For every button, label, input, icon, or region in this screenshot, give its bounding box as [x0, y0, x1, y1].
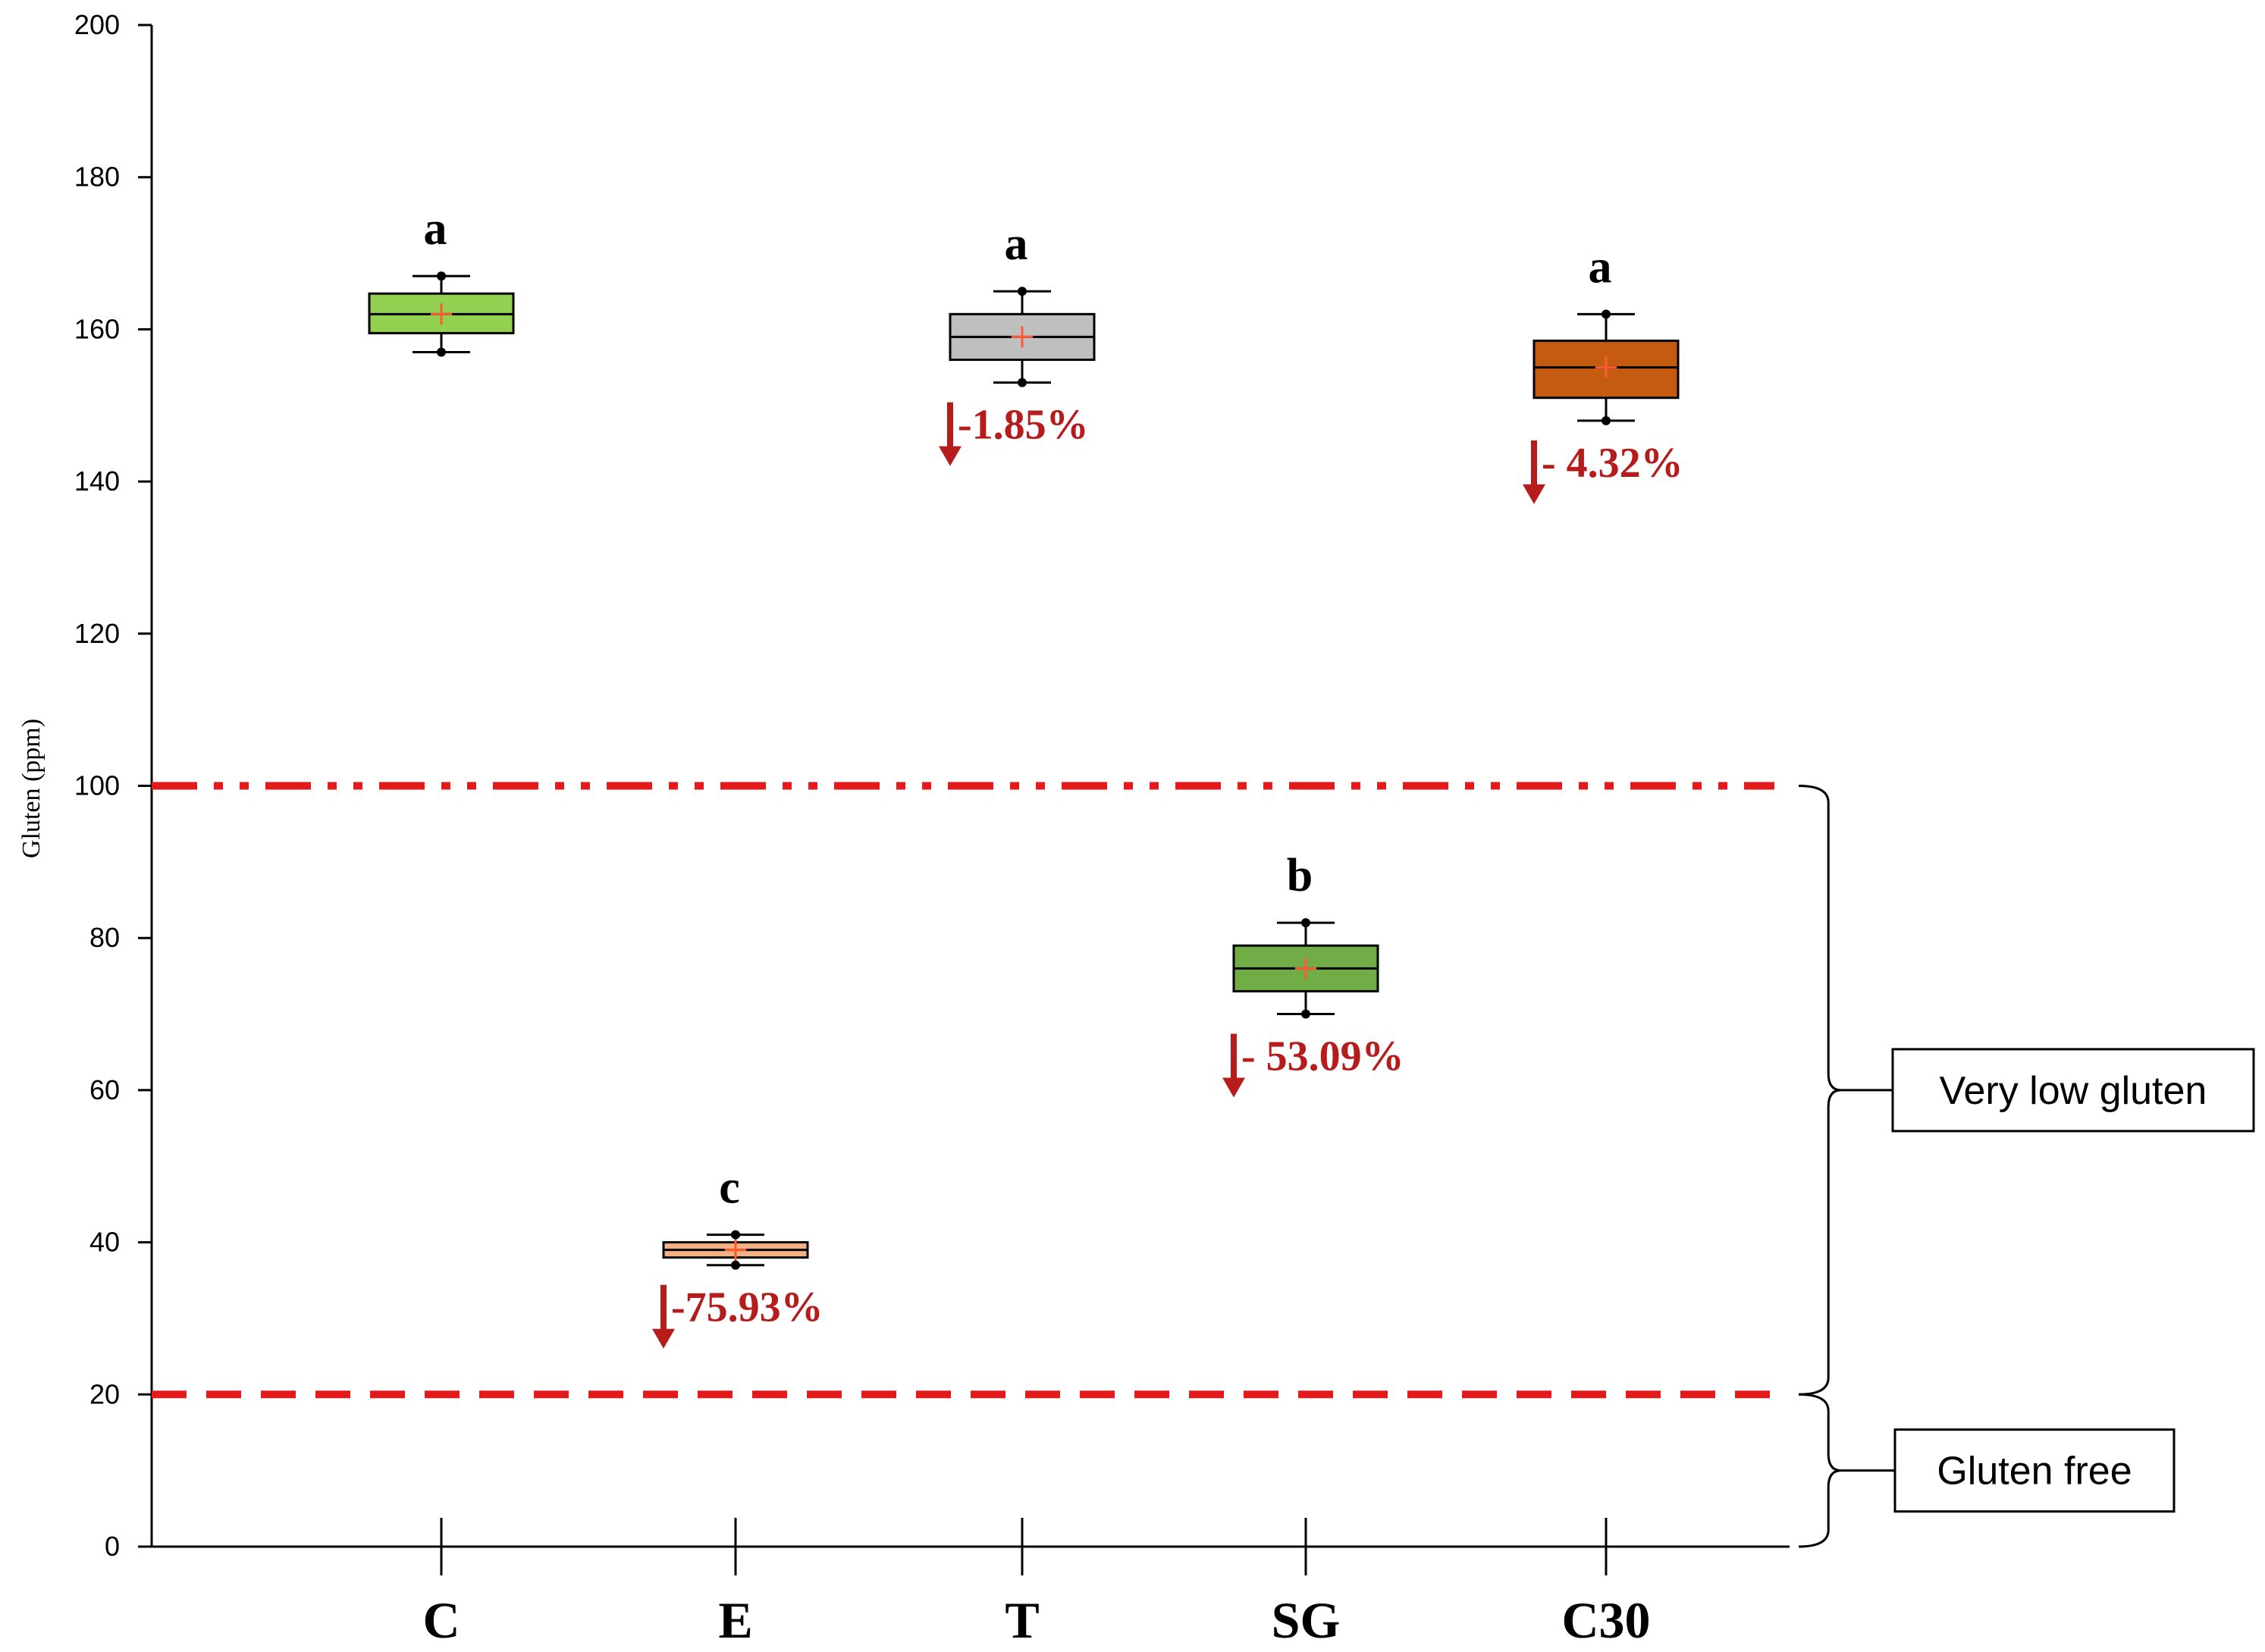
- min-point: [1301, 1009, 1310, 1019]
- y-tick-label: 100: [74, 770, 120, 801]
- annotations: a c -75.93% a -1.85% b - 53.09% a - 4.32%: [424, 203, 1683, 1349]
- max-point: [1018, 287, 1027, 296]
- y-tick-label: 140: [74, 466, 120, 497]
- percent-change-label: - 4.32%: [1542, 440, 1683, 487]
- min-point: [1018, 378, 1027, 387]
- max-point: [1301, 918, 1310, 928]
- decrease-arrow-head: [1222, 1077, 1245, 1098]
- x-tick-label: T: [1005, 1591, 1039, 1649]
- x-tick-label: C30: [1561, 1591, 1650, 1649]
- zone-label: Gluten free: [1937, 1450, 2132, 1494]
- min-point: [731, 1260, 740, 1270]
- box-sg: [1232, 918, 1379, 1019]
- y-tick-label: 200: [74, 9, 120, 40]
- reference-lines: [152, 782, 1774, 1399]
- percent-change-label: -75.93%: [671, 1284, 823, 1331]
- decrease-arrow-head: [1523, 484, 1545, 504]
- y-tick-label: 120: [74, 618, 120, 649]
- zone-label-box: [1891, 1048, 2255, 1133]
- box-plots: [368, 271, 1680, 1270]
- group-letter: b: [1287, 850, 1313, 901]
- max-point: [437, 271, 446, 281]
- max-point: [1601, 309, 1611, 319]
- decrease-arrow-head: [652, 1328, 675, 1349]
- y-tick-label: 180: [74, 161, 120, 193]
- percent-change-label: - 53.09%: [1241, 1033, 1404, 1080]
- box-t: [949, 287, 1096, 387]
- group-letter: a: [424, 203, 447, 255]
- min-point: [437, 347, 446, 357]
- group-letter: c: [719, 1162, 740, 1214]
- y-tick-label: 20: [89, 1378, 120, 1409]
- box-c: [368, 271, 515, 357]
- max-point: [731, 1230, 740, 1240]
- decrease-arrow-head: [939, 446, 962, 466]
- percent-change-label: -1.85%: [958, 402, 1089, 449]
- group-letter: a: [1005, 218, 1028, 270]
- x-tick-label: SG: [1272, 1591, 1341, 1649]
- y-axis-label: Gluten (ppm): [17, 719, 45, 858]
- zone-bracket: [1798, 785, 1842, 1396]
- y-tick-label: 80: [89, 922, 120, 953]
- box-c30: [1532, 309, 1680, 425]
- y-tick-label: 60: [89, 1074, 120, 1105]
- group-letter: a: [1589, 241, 1612, 293]
- box-e: [662, 1230, 809, 1270]
- min-point: [1601, 415, 1611, 425]
- x-tick-label: E: [718, 1591, 752, 1649]
- x-tick-label: C: [422, 1591, 460, 1649]
- zone-label: Very low gluten: [1940, 1069, 2207, 1113]
- y-tick-label: 40: [89, 1227, 120, 1258]
- y-tick-label: 0: [105, 1531, 120, 1562]
- zone-label-box: [1893, 1428, 2176, 1513]
- zone-bracket: [1798, 1393, 1842, 1548]
- y-tick-label: 160: [74, 313, 120, 344]
